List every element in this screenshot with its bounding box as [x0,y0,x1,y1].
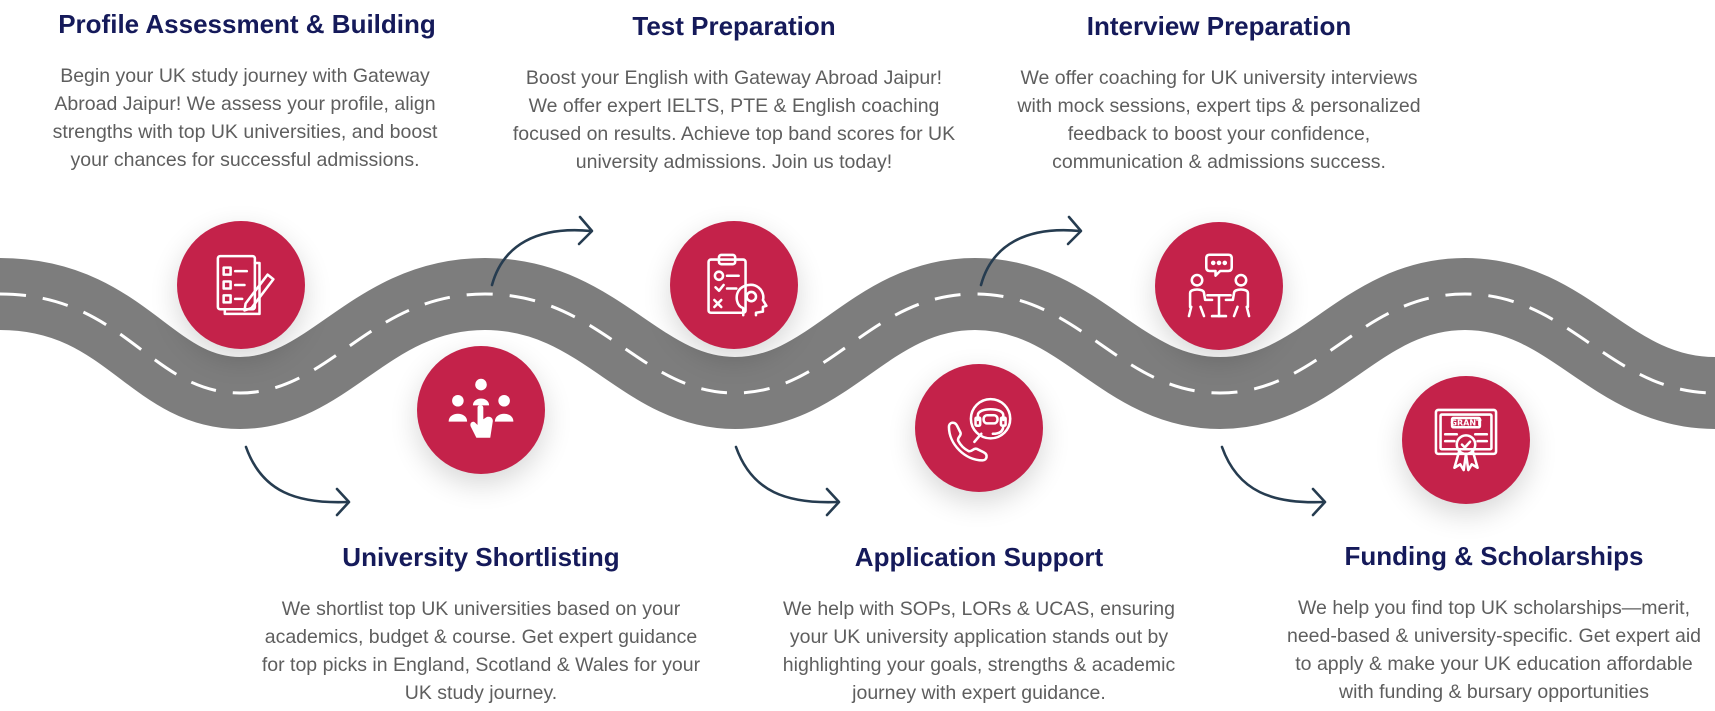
arrow-step-5-to-6 [1220,445,1327,517]
arrow-step-2-to-3 [490,215,594,287]
step-2-badge [417,346,545,474]
step-2-title: University Shortlisting [342,542,620,572]
arrow-step-3-to-4 [734,445,841,517]
arrow-step-4-to-5 [979,215,1083,287]
group-selection-icon [448,378,514,438]
step-5-description: We offer coaching for UK university inte… [1017,67,1421,173]
arrow-step-1-to-2 [244,445,351,517]
svg-text:GRANT: GRANT [1450,418,1482,428]
step-2-description: We shortlist top UK universities based o… [261,598,701,704]
step-6-badge: GRANT [1402,376,1530,504]
step-1-title: Profile Assessment & Building [58,9,436,39]
interview-meeting-icon [1187,253,1251,318]
step-1-badge [177,221,305,349]
clipboard-mind-icon [707,253,768,317]
step-3-description: Boost your English with Gateway Abroad J… [512,67,956,173]
step-1-description: Begin your UK study journey with Gateway… [52,65,438,171]
road-lane-markings [0,292,1715,395]
step-4-title: Application Support [854,542,1104,572]
step-4-description: We help with SOPs, LORs & UCAS, ensuring… [782,598,1176,704]
step-6-title: Funding & Scholarships [1344,541,1644,571]
step-6-description: We help you find top UK scholarships—mer… [1286,597,1702,703]
step-5-badge [1155,222,1283,350]
support-call-icon [947,397,1012,462]
step-5-title: Interview Preparation [1086,11,1352,41]
checklist-pencil-icon [216,254,275,316]
step-3-title: Test Preparation [632,11,836,41]
grant-certificate-icon: GRANT [1434,408,1498,472]
step-4-badge [915,364,1043,492]
step-3-badge [670,221,798,349]
